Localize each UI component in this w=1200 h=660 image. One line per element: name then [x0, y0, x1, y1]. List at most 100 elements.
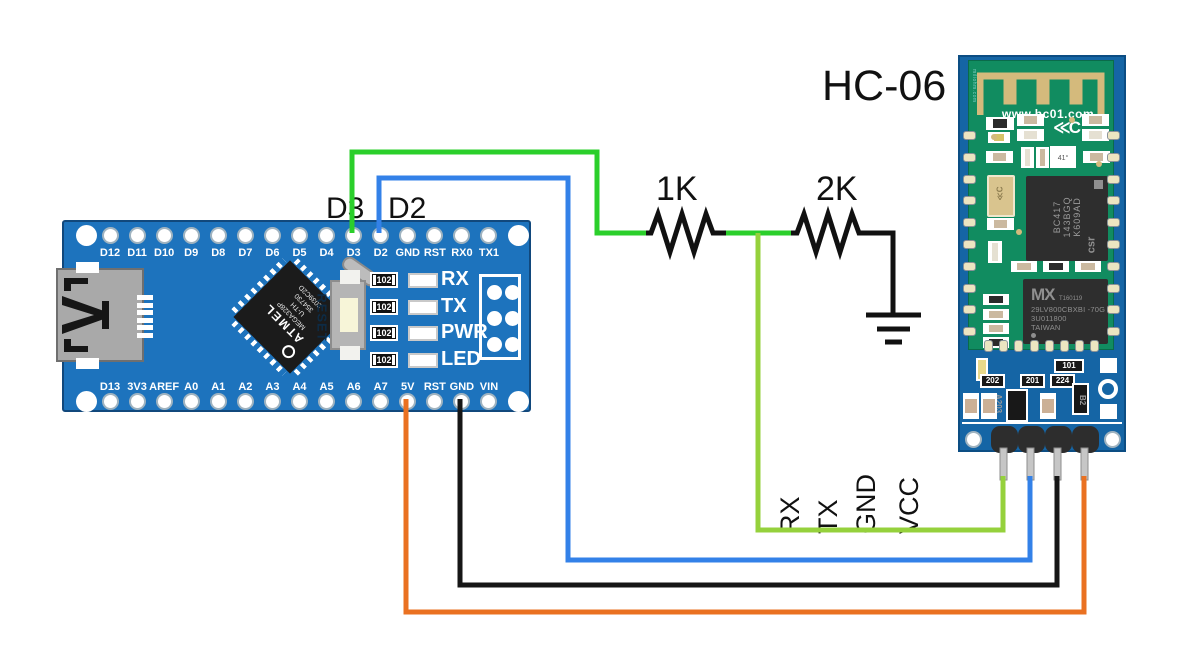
- led-label-led: LED: [441, 348, 481, 371]
- mount-hole: [76, 225, 97, 246]
- castellated-pad: [963, 240, 976, 249]
- led-label-tx: TX: [441, 294, 467, 317]
- smd-cap: [392, 275, 395, 285]
- smd-component: [983, 323, 1009, 334]
- hc06-pin-label-rx: RX: [775, 496, 805, 534]
- castellated-pad: [1107, 327, 1120, 337]
- castellated-pad: [963, 174, 976, 184]
- hc06-green-pcb: www.hc01.com ≪C miliohm.com BC417 143BGQ…: [968, 60, 1114, 350]
- smd-body: [992, 243, 998, 261]
- pin-hole-a6: [345, 393, 363, 410]
- smd-cap: [392, 355, 395, 366]
- smd-101: 101: [1054, 359, 1084, 373]
- smd-component: [986, 151, 1013, 163]
- via-dot: [1096, 161, 1102, 167]
- status-led: [408, 273, 438, 288]
- reset-button: [330, 270, 366, 360]
- pin-label-3v3: 3V3: [127, 381, 147, 393]
- smd-component: [988, 241, 1002, 263]
- pin-hole-aref: [155, 393, 173, 410]
- reset-core: [340, 298, 358, 332]
- side-micro-text: miliohm.com: [971, 69, 977, 103]
- pin-label-d9: D9: [184, 247, 199, 259]
- smd-component: [986, 117, 1014, 130]
- smd-body: [1089, 153, 1104, 161]
- pin-hole-rst: [426, 393, 444, 410]
- pin-hole-rx0: [453, 227, 471, 244]
- pin-label-d6: D6: [265, 247, 280, 259]
- usb-pad: [137, 325, 153, 331]
- smd-cap: [373, 355, 376, 366]
- smd-cap: [392, 301, 395, 312]
- pin-hole-a0: [182, 393, 200, 410]
- crystal-41: 41°: [1050, 146, 1076, 168]
- castellated-pad: [963, 283, 976, 293]
- label-2k: 2K: [816, 170, 858, 208]
- smd-body: [1081, 263, 1095, 270]
- pin-hole-d5: [290, 227, 308, 244]
- pin-label-a2: A2: [238, 381, 253, 393]
- reset-pad: [340, 346, 360, 360]
- smd-resistor-102: 102: [370, 272, 398, 288]
- smd-body: [1023, 131, 1038, 139]
- smd-body: [993, 134, 1005, 141]
- csr-markings: BC417 143BGQ K609AD: [1052, 196, 1082, 238]
- resistor-2k: [791, 205, 896, 315]
- header-pin-vcc: [1072, 426, 1099, 453]
- pin-hole-a7: [372, 393, 390, 410]
- usb-mount-pad: [76, 358, 99, 369]
- pin-label-d10: D10: [154, 247, 175, 259]
- end-hole: [1104, 431, 1121, 448]
- smd-component: [1082, 129, 1109, 141]
- via-dot: [1069, 117, 1075, 123]
- pin-hole-d2: [372, 227, 390, 244]
- pin-label-a5: A5: [319, 381, 334, 393]
- pin-hole-a3: [263, 393, 281, 410]
- pin-label-a1: A1: [211, 381, 226, 393]
- smd-resistor-102: 102: [370, 325, 398, 342]
- pin-hole-d13: [101, 393, 119, 410]
- smd-component: [983, 294, 1009, 305]
- castellated-pad: [1107, 196, 1120, 206]
- castellated-pad: [1075, 340, 1085, 352]
- pin-label-rst: RST: [423, 381, 446, 393]
- castellated-pad: [1107, 240, 1120, 249]
- led-label-rx: RX: [441, 268, 469, 290]
- pin-label-a0: A0: [184, 381, 199, 393]
- castellated-pad: [963, 305, 976, 315]
- antenna-trace: [977, 72, 1105, 125]
- smd-body: [1088, 131, 1103, 139]
- icsp-pin: [505, 337, 520, 352]
- pin-hole-a1: [209, 393, 227, 410]
- castellated-pad: [984, 340, 993, 352]
- smd-component: [987, 218, 1014, 230]
- via-dot: [991, 134, 997, 140]
- castellated-pad: [1107, 131, 1120, 140]
- smd-201: 201: [1020, 374, 1045, 388]
- header-pin-gnd: [1045, 426, 1072, 453]
- header-pin-tx: [1018, 426, 1045, 453]
- usb-pad: [137, 310, 153, 316]
- pin-hole-d7: [236, 227, 254, 244]
- smd-body: [1023, 116, 1038, 124]
- pin-label-d7: D7: [238, 247, 253, 259]
- pin-label-a7: A7: [373, 381, 388, 393]
- status-led: [408, 353, 438, 369]
- smd-cap: [373, 301, 376, 312]
- smd-component: [963, 393, 979, 419]
- smd-component: [1021, 147, 1034, 168]
- hc06-pin-label-vcc: VCC: [894, 476, 924, 534]
- smd-cap: [373, 275, 376, 285]
- header-pin-rx: [991, 426, 1018, 453]
- pin-label-d5: D5: [292, 247, 307, 259]
- label-1k: 1K: [656, 170, 698, 208]
- pad: [965, 399, 977, 413]
- pin-label-a4: A4: [292, 381, 307, 393]
- pin-hole-d4: [318, 227, 336, 244]
- castellated-pad: [963, 152, 976, 162]
- board-divider: [962, 422, 1122, 424]
- end-hole: [965, 431, 982, 448]
- status-led: [408, 299, 438, 315]
- reset-label: RESET: [314, 293, 330, 342]
- smd-body: [1049, 263, 1063, 270]
